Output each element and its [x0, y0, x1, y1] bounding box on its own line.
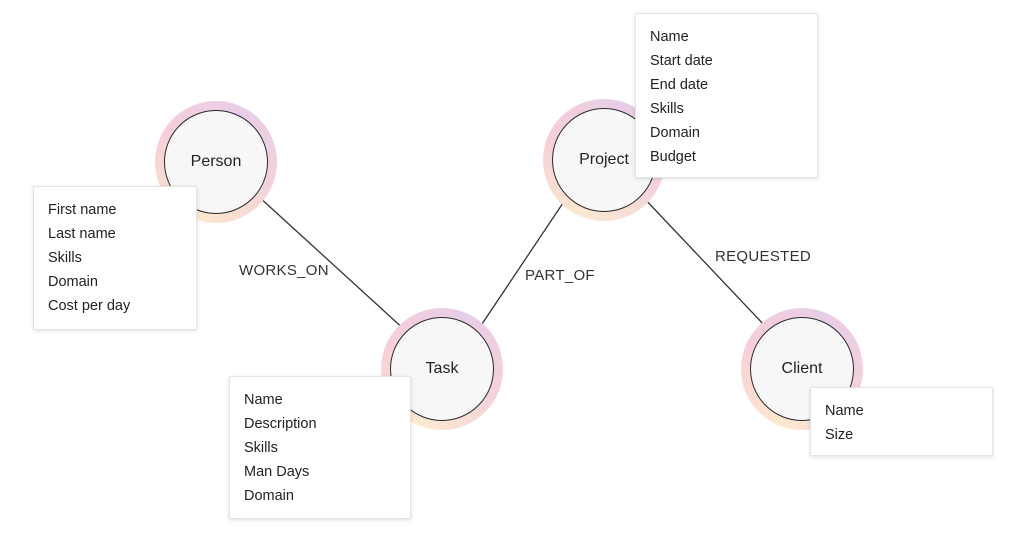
task-property: Domain — [244, 488, 294, 504]
client-node-label: Client — [781, 360, 823, 377]
client-properties-box: Name Size — [810, 387, 993, 456]
task-property: Skills — [244, 440, 278, 456]
project-property: Start date — [650, 53, 713, 69]
project-property: Budget — [650, 149, 696, 165]
client-property: Size — [825, 427, 854, 443]
project-property: End date — [650, 77, 709, 93]
edge-works-on[interactable] — [257, 195, 407, 332]
project-property: Name — [650, 29, 689, 45]
edge-label-requested: REQUESTED — [715, 248, 812, 265]
edge-label-part-of: PART_OF — [525, 267, 595, 284]
task-properties-box: Name Description Skills Man Days Domain — [229, 376, 411, 519]
task-property: Description — [244, 416, 317, 432]
person-property: Cost per day — [48, 298, 131, 314]
task-property: Name — [244, 392, 283, 408]
project-node-label: Project — [579, 151, 629, 168]
person-property: Domain — [48, 274, 98, 290]
person-property: Last name — [48, 226, 116, 242]
edge-part-of[interactable] — [479, 196, 568, 328]
task-node-label: Task — [425, 360, 459, 377]
edge-requested[interactable] — [641, 195, 767, 328]
project-properties-box: Name Start date End date Skills Domain B… — [635, 13, 818, 178]
edge-label-works-on: WORKS_ON — [239, 262, 329, 279]
person-property: Skills — [48, 250, 82, 266]
client-property: Name — [825, 403, 864, 419]
project-property: Skills — [650, 101, 684, 117]
person-node-label: Person — [190, 153, 242, 170]
person-property: First name — [48, 202, 117, 218]
project-property: Domain — [650, 125, 700, 141]
person-properties-box: First name Last name Skills Domain Cost … — [33, 186, 197, 330]
task-property: Man Days — [244, 464, 310, 480]
